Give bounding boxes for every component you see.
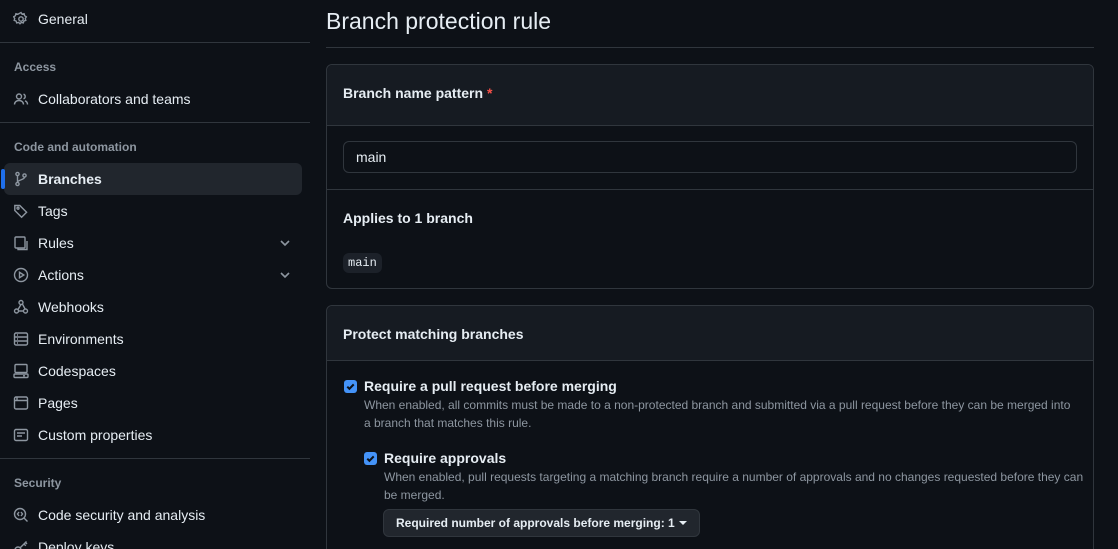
rules-icon <box>13 235 29 251</box>
play-icon <box>13 267 29 283</box>
approvals-count-dropdown[interactable]: Required number of approvals before merg… <box>383 509 700 537</box>
sidebar-item-label: Collaborators and teams <box>38 91 191 107</box>
chevron-down-icon[interactable] <box>278 268 292 282</box>
require-pr-label[interactable]: Require a pull request before merging <box>364 378 617 394</box>
branch-pattern-input[interactable] <box>343 141 1077 173</box>
branch-pattern-title: Branch name pattern* <box>343 85 493 101</box>
approvals-count-label: Required number of approvals before merg… <box>396 516 675 530</box>
people-icon <box>13 91 29 107</box>
sidebar-divider <box>0 42 310 43</box>
sidebar-item-label: Branches <box>38 171 102 187</box>
sidebar-item-codespaces[interactable]: Codespaces <box>4 355 302 387</box>
settings-sidebar: General Access Collaborators and teams C… <box>0 0 310 549</box>
sidebar-item-label: General <box>38 11 88 27</box>
tag-icon <box>13 203 29 219</box>
sidebar-heading-code: Code and automation <box>14 140 137 154</box>
require-pr-description: When enabled, all commits must be made t… <box>364 398 1071 430</box>
sidebar-item-deploy-keys[interactable]: Deploy keys <box>4 531 302 549</box>
branch-pattern-header: Branch name pattern* <box>327 65 1093 126</box>
sidebar-item-label: Rules <box>38 235 74 251</box>
webhook-icon <box>13 299 29 315</box>
sidebar-item-label: Webhooks <box>38 299 104 315</box>
required-indicator: * <box>487 85 493 101</box>
require-approvals-label[interactable]: Require approvals <box>384 450 507 466</box>
codescan-icon <box>13 507 29 523</box>
sidebar-item-label: Code security and analysis <box>38 507 206 523</box>
chevron-down-icon[interactable] <box>278 236 292 250</box>
page-title: Branch protection rule <box>326 8 552 34</box>
sidebar-item-label: Tags <box>38 203 68 219</box>
sidebar-item-label: Custom properties <box>38 427 153 443</box>
branch-chip: main <box>343 253 382 273</box>
git-branch-icon <box>13 171 29 187</box>
server-icon <box>13 331 29 347</box>
sidebar-item-label: Pages <box>38 395 78 411</box>
triangle-down-icon <box>678 521 687 525</box>
require-approvals-description: When enabled, pull requests targeting a … <box>384 470 1084 502</box>
sidebar-item-webhooks[interactable]: Webhooks <box>4 291 302 323</box>
branch-pattern-label: Branch name pattern <box>343 85 484 101</box>
sidebar-item-pages[interactable]: Pages <box>4 387 302 419</box>
sidebar-item-label: Codespaces <box>38 363 116 379</box>
protect-branches-box: Protect matching branches Require a pull… <box>326 305 1094 549</box>
note-icon <box>13 427 29 443</box>
sidebar-item-label: Deploy keys <box>38 539 115 549</box>
sidebar-item-rules[interactable]: Rules <box>4 227 302 259</box>
sidebar-divider <box>0 458 310 459</box>
sidebar-item-actions[interactable]: Actions <box>4 259 302 291</box>
protect-branches-title: Protect matching branches <box>343 326 524 342</box>
applies-to-title: Applies to 1 branch <box>343 210 473 226</box>
require-approvals-checkbox[interactable] <box>364 452 377 465</box>
sidebar-item-branches[interactable]: Branches <box>1 163 302 195</box>
sidebar-item-general[interactable]: General <box>4 3 302 35</box>
section-divider <box>327 189 1093 190</box>
sidebar-item-custom-properties[interactable]: Custom properties <box>4 419 302 451</box>
branch-pattern-box: Branch name pattern* Applies to 1 branch… <box>326 64 1094 289</box>
main-content: Branch protection rule Branch name patte… <box>326 0 1094 549</box>
sidebar-item-label: Actions <box>38 267 84 283</box>
sidebar-item-environments[interactable]: Environments <box>4 323 302 355</box>
codespaces-icon <box>13 363 29 379</box>
sidebar-item-collaborators[interactable]: Collaborators and teams <box>4 83 302 115</box>
key-icon <box>13 539 29 549</box>
sidebar-item-label: Environments <box>38 331 124 347</box>
sidebar-heading-security: Security <box>14 476 62 490</box>
sidebar-item-tags[interactable]: Tags <box>4 195 302 227</box>
sidebar-divider <box>0 122 310 123</box>
sidebar-heading-access: Access <box>14 60 57 74</box>
require-pr-checkbox[interactable] <box>344 380 357 393</box>
sidebar-item-code-security[interactable]: Code security and analysis <box>4 499 302 531</box>
protect-branches-header: Protect matching branches <box>327 306 1093 361</box>
title-divider <box>326 47 1094 48</box>
browser-icon <box>13 395 29 411</box>
gear-icon <box>13 11 29 27</box>
